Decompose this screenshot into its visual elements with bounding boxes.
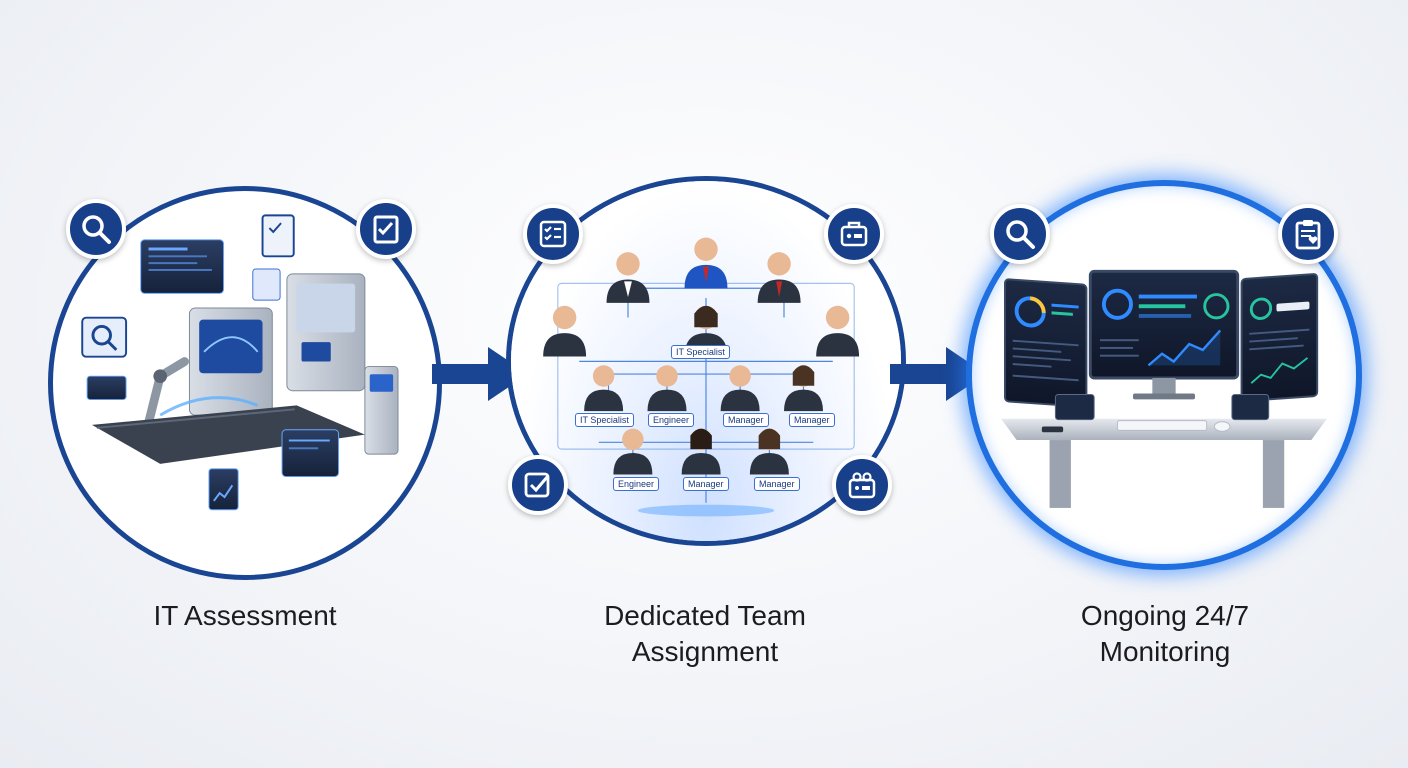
checklist-icon: [523, 204, 583, 264]
magnifier-icon: [66, 199, 126, 259]
role-tag-it-specialist: IT Specialist: [575, 413, 634, 427]
team-label-line2: Assignment: [550, 634, 860, 670]
magnifier-icon: [990, 204, 1050, 264]
role-tag-manager-bottom-1: Manager: [683, 477, 729, 491]
checklist-icon: [356, 199, 416, 259]
team-label: Dedicated Team Assignment: [550, 598, 860, 670]
monitoring-label-line1: Ongoing 24/7: [1010, 598, 1320, 634]
assessment-label-text: IT Assessment: [153, 600, 336, 631]
monitoring-label: Ongoing 24/7 Monitoring: [1010, 598, 1320, 670]
clipboard-heart-icon: [1278, 204, 1338, 264]
team-label-line1: Dedicated Team: [550, 598, 860, 634]
role-tag-it-specialist-top: IT Specialist: [671, 345, 730, 359]
monitoring-label-line2: Monitoring: [1010, 634, 1320, 670]
checkbox-icon: [508, 455, 568, 515]
assessment-label: IT Assessment: [90, 598, 400, 634]
role-tag-manager-bottom-2: Manager: [754, 477, 800, 491]
role-tag-manager-2: Manager: [789, 413, 835, 427]
briefcase-icon: [824, 204, 884, 264]
role-tag-manager-1: Manager: [723, 413, 769, 427]
role-tag-engineer-bottom: Engineer: [613, 477, 659, 491]
team-icon: [832, 455, 892, 515]
role-tag-engineer: Engineer: [648, 413, 694, 427]
